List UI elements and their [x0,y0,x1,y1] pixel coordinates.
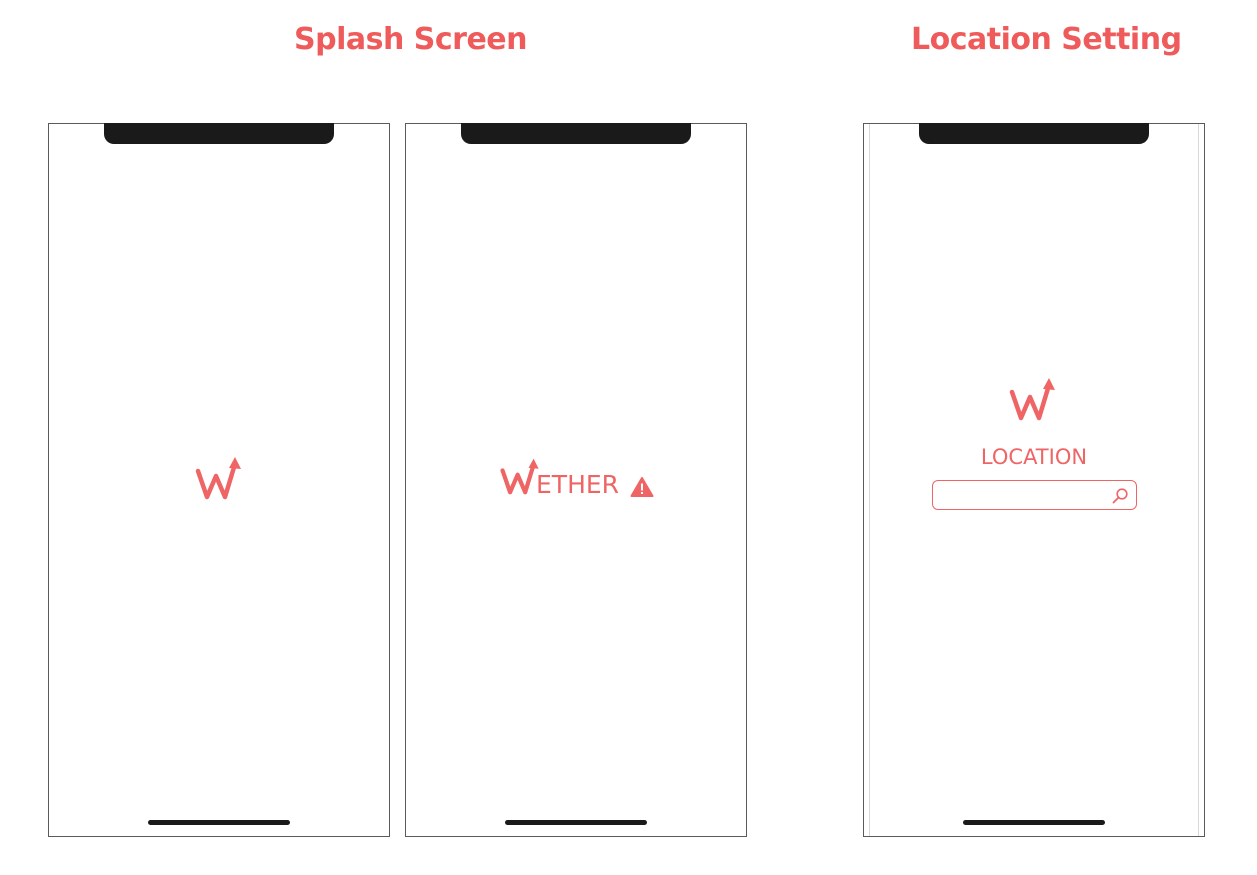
wordmark-text: ETHER [536,470,620,499]
w-arrow-logo-icon [1009,378,1055,421]
phone-frame-splash-icon [48,123,390,837]
home-indicator [148,820,290,825]
w-arrow-logo-icon [195,457,241,500]
phone-frame-location: LOCATION [863,123,1205,837]
phone-notch [461,123,691,144]
home-indicator [963,820,1105,825]
search-icon[interactable] [1111,487,1129,505]
warning-triangle-icon [630,477,654,497]
location-setting-title: Location Setting [911,22,1182,57]
phone-frame-splash-wordmark: ETHER [405,123,747,837]
location-label: LOCATION [980,445,1088,469]
w-arrow-logo-icon [500,458,539,495]
location-search-input[interactable] [932,480,1137,510]
splash-screen-title: Splash Screen [294,22,528,57]
phone-notch [919,123,1149,144]
wordmark-logo: ETHER [500,455,660,503]
home-indicator [505,820,647,825]
phone-notch [104,123,334,144]
